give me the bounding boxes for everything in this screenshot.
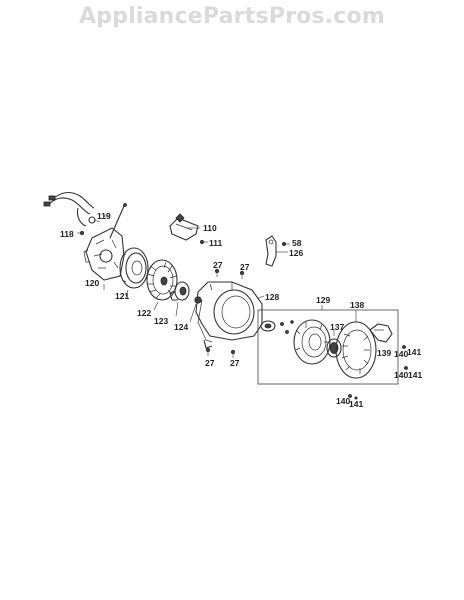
lead-128 — [257, 295, 265, 299]
cooling-fan-122[interactable] — [146, 259, 178, 301]
label-27-lower-right: 27 — [230, 358, 240, 368]
screw-140-bottom[interactable] — [348, 394, 358, 400]
watermark: AppliancePartsPros.com — [79, 4, 385, 29]
leader-lines — [103, 215, 357, 336]
wire-harness[interactable] — [43, 191, 101, 227]
brake-lever-126[interactable] — [265, 235, 277, 267]
label-120: 120 — [85, 278, 99, 288]
flywheel-121[interactable] — [119, 247, 149, 289]
screw-27-upper-right[interactable] — [239, 270, 244, 279]
label-119: 119 — [97, 211, 111, 221]
label-27-upper-left: 27 — [213, 260, 223, 270]
recoil-starter-assembly-box-129[interactable] — [257, 309, 399, 385]
label-128: 128 — [265, 292, 279, 302]
screw-111[interactable] — [199, 239, 208, 244]
screw-27-lower-right[interactable] — [230, 349, 235, 358]
label-141-bottom: 141 — [349, 399, 363, 409]
label-110: 110 — [203, 223, 217, 233]
label-121: 121 — [115, 291, 129, 301]
label-140-upper: 140 — [394, 349, 408, 359]
starter-pulley-123[interactable] — [169, 281, 190, 301]
screw-140-lower[interactable] — [404, 366, 408, 370]
label-141-lower: 141 — [408, 370, 422, 380]
label-122: 122 — [137, 308, 151, 318]
starter-handle-139[interactable] — [369, 323, 393, 343]
screw-140-upper[interactable] — [402, 345, 406, 349]
label-137: 137 — [330, 322, 344, 332]
screw-118[interactable] — [77, 230, 85, 235]
blower-housing-128[interactable] — [195, 281, 263, 349]
label-139: 139 — [377, 348, 391, 358]
label-129: 129 — [316, 295, 330, 305]
flywheel-nut-124[interactable] — [194, 296, 202, 304]
label-140-bottom: 140 — [336, 396, 350, 406]
label-27-upper-right: 27 — [240, 262, 250, 272]
bolt-58[interactable] — [281, 241, 290, 246]
label-141-upper: 141 — [407, 347, 421, 357]
label-126: 126 — [289, 248, 303, 258]
recoil-reel[interactable] — [293, 319, 331, 365]
bracket-110[interactable] — [169, 213, 199, 241]
label-111: 111 — [209, 238, 223, 248]
starter-pawl-parts[interactable] — [260, 320, 294, 334]
screw-27-lower-left[interactable] — [205, 347, 210, 356]
spark-plug-lead-119[interactable] — [109, 203, 127, 239]
label-58: 58 — [292, 238, 302, 248]
label-138: 138 — [350, 300, 364, 310]
screw-27-upper-left[interactable] — [214, 268, 219, 277]
label-118: 118 — [60, 229, 74, 239]
label-123: 123 — [154, 316, 168, 326]
label-124: 124 — [174, 322, 188, 332]
label-27-lower-left: 27 — [205, 358, 215, 368]
ignition-backplate-120[interactable] — [83, 227, 125, 281]
label-140-lower: 140 — [394, 370, 408, 380]
